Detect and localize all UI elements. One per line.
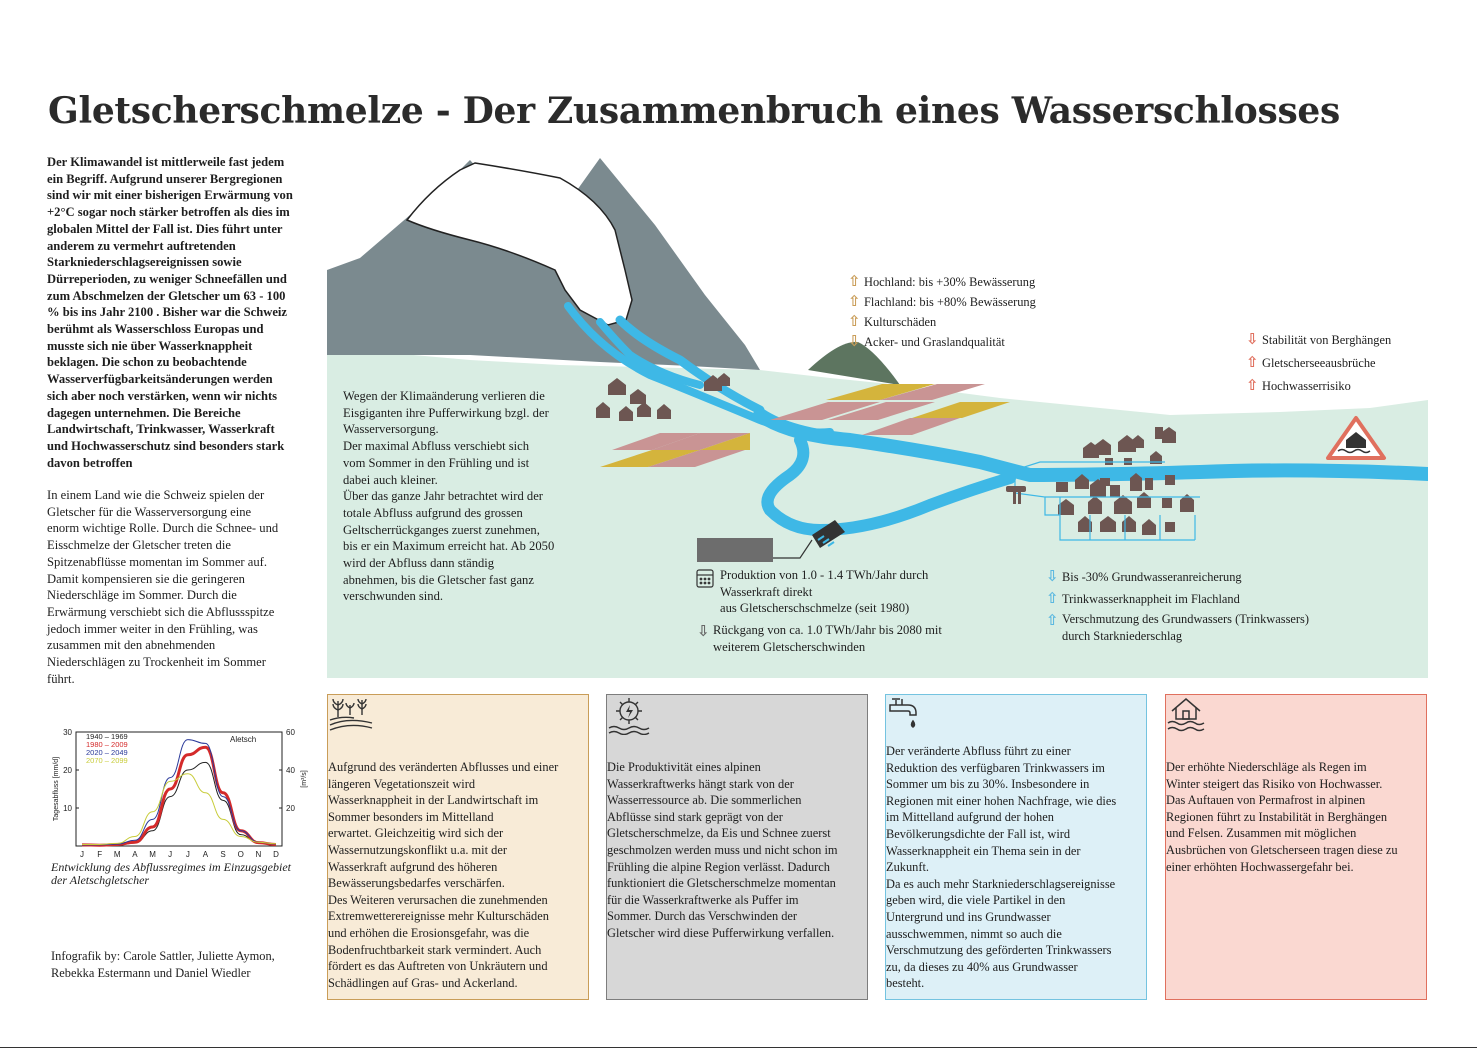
y-tick-label: 20	[63, 766, 72, 775]
drinking-water-box: Der veränderte Abfluss führt zu einer Re…	[885, 694, 1147, 1000]
arrow-up-icon: ⇧	[848, 312, 861, 330]
legend-label: Bis -30% Grundwasseranreicherung	[1062, 570, 1242, 584]
climate-change-description: Wegen der Klimaänderung verlieren die Ei…	[343, 389, 555, 604]
legend-label: Acker- und Graslandqualität	[864, 335, 1005, 349]
water-tower-icon	[1006, 486, 1026, 504]
y-tick-label: 30	[63, 728, 72, 737]
legend-row: ⇧Verschmutzung des Grundwassers (Trinkwa…	[1046, 611, 1309, 644]
y-tick-label: 10	[63, 804, 72, 813]
flood-warning-sign-icon	[1326, 416, 1386, 460]
river	[564, 302, 1428, 536]
x-tick-label: N	[255, 850, 261, 859]
legend-row: ⇧Trinkwasserknappheit im Flachland	[1046, 589, 1309, 611]
x-tick-label: J	[168, 850, 172, 859]
x-tick-label: J	[186, 850, 190, 859]
arrow-up-icon: ⇧	[1046, 589, 1059, 607]
glacier	[405, 162, 633, 326]
agriculture-icon	[329, 698, 373, 731]
x-tick-label: M	[114, 850, 121, 859]
hydro-production-label: Produktion von 1.0 - 1.4 TWh/Jahr durch …	[720, 568, 929, 615]
x-tick-label: S	[220, 850, 225, 859]
legend-row: ⇩Stabilität von Berghängen	[1246, 330, 1391, 353]
legend-entry: 1980 – 2009	[86, 740, 128, 749]
legend-row: ⇧Flachland: bis +80% Bewässerung	[848, 292, 1036, 312]
arrow-down-icon: ⇩	[697, 622, 710, 640]
arrow-down-icon: ⇩	[1246, 330, 1259, 348]
hydropower-text: Die Produktivität eines alpinen Wasserkr…	[607, 760, 838, 940]
legend-row: ⇧Hochland: bis +30% Bewässerung	[848, 272, 1036, 292]
y-right-tick-label: 40	[286, 766, 295, 775]
x-tick-label: M	[149, 850, 156, 859]
agriculture-box: Aufgrund des veränderten Abflusses und e…	[327, 694, 589, 1000]
x-tick-label: D	[273, 850, 279, 859]
x-tick-label: A	[203, 850, 209, 859]
bottom-divider	[0, 1047, 1477, 1048]
series-line	[82, 773, 277, 845]
water-tap-icon	[889, 698, 917, 728]
legend-entry: 2020 – 2049	[86, 748, 128, 757]
legend-label: Gletscherseeausbrüche	[1262, 356, 1376, 370]
legend-label: Flachland: bis +80% Bewässerung	[864, 295, 1036, 309]
x-tick-label: A	[132, 850, 138, 859]
arrow-down-icon: ⇩	[1046, 567, 1059, 585]
arrow-down-icon: ⇩	[848, 332, 861, 350]
drinking-water-text: Der veränderte Abfluss führt zu einer Re…	[886, 744, 1117, 991]
green-hill	[808, 341, 900, 385]
agriculture-legend: ⇧Hochland: bis +30% Bewässerung ⇧Flachla…	[848, 272, 1036, 352]
hydropower-plant-icon	[697, 520, 845, 562]
legend-label: Stabilität von Berghängen	[1262, 333, 1392, 347]
water-legend: ⇩Bis -30% Grundwasseranreicherung ⇧Trink…	[1046, 567, 1309, 644]
chart-title: Aletsch	[230, 735, 256, 744]
landscape-illustration	[327, 158, 1428, 678]
fields	[600, 384, 1010, 467]
page-title: Gletscherschmelze - Der Zusammenbruch ei…	[48, 90, 1340, 132]
houses	[596, 373, 1194, 535]
legend-label: Trinkwasserknappheit im Flachland	[1062, 592, 1240, 606]
legend-entry: 1940 – 1969	[86, 732, 128, 741]
hydro-decline-legend: ⇩Rückgang von ca. 1.0 TWh/Jahr bis 2080 …	[697, 622, 942, 655]
arrow-up-icon: ⇧	[848, 272, 861, 290]
y-axis-label: Tagesabfluss [mm/d]	[53, 757, 60, 821]
agriculture-text: Aufgrund des veränderten Abflusses und e…	[328, 760, 559, 990]
arrow-up-icon: ⇧	[1246, 376, 1259, 394]
y-right-axis-label: [m³/s]	[301, 770, 308, 788]
calendar-icon	[696, 569, 714, 588]
x-tick-label: O	[238, 850, 244, 859]
intro-paragraph-2: In einem Land wie die Schweiz spielen de…	[47, 488, 279, 686]
series-line	[82, 739, 277, 846]
arrow-up-icon: ⇧	[1046, 611, 1059, 629]
hydropower-gear-icon	[608, 698, 650, 735]
flooded-house-icon	[1167, 698, 1205, 732]
plot-frame	[75, 731, 283, 847]
intro-paragraph-1: Der Klimawandel ist mittlerweile fast je…	[47, 155, 293, 470]
credits: Infografik by: Carole Sattler, Juliette …	[51, 949, 275, 980]
legend-label: Hochwasserrisiko	[1262, 379, 1351, 393]
hydropower-box: Die Produktivität eines alpinen Wasserkr…	[606, 694, 868, 1000]
legend-row: ⇧Hochwasserrisiko	[1246, 376, 1391, 399]
legend-label: Kulturschäden	[864, 315, 937, 329]
x-tick-label: F	[97, 850, 102, 859]
legend-label: Hochland: bis +30% Bewässerung	[864, 275, 1036, 289]
chart-caption: Entwicklung des Abflussregimes im Einzug…	[51, 860, 291, 887]
flood-text: Der erhöhte Niederschläge als Regen im W…	[1166, 760, 1398, 874]
arrow-up-icon: ⇧	[1246, 353, 1259, 371]
y-right-tick-label: 60	[286, 728, 295, 737]
legend-row: ⇧Kulturschäden	[848, 312, 1036, 332]
legend-label: Verschmutzung des Grundwassers (Trinkwas…	[1062, 612, 1309, 643]
water-pipes	[1014, 461, 1200, 541]
y-right-tick-label: 20	[286, 804, 295, 813]
x-tick-label: J	[80, 850, 84, 859]
hydro-decline-label: Rückgang von ca. 1.0 TWh/Jahr bis 2080 m…	[713, 623, 942, 654]
legend-row: ⇩Bis -30% Grundwasseranreicherung	[1046, 567, 1309, 589]
legend-row: ⇧Gletscherseeausbrüche	[1246, 353, 1391, 376]
arrow-up-icon: ⇧	[848, 292, 861, 310]
valley-background	[327, 350, 1428, 678]
flood-box: Der erhöhte Niederschläge als Regen im W…	[1165, 694, 1427, 1000]
legend-entry: 2070 – 2099	[86, 756, 128, 765]
hazard-legend: ⇩Stabilität von Berghängen ⇧Gletschersee…	[1246, 330, 1391, 399]
legend-row: ⇩Acker- und Graslandqualität	[848, 332, 1036, 352]
